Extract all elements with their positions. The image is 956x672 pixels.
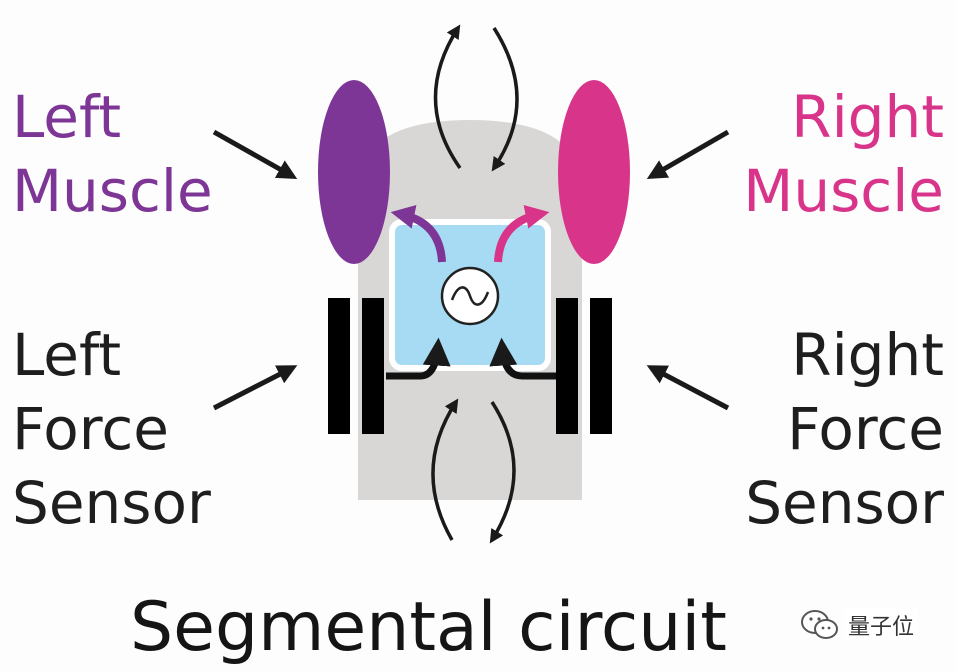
right-muscle-pointer-arrow [646,129,730,180]
right-force-sensor-label: Right Force Sensor [745,321,944,537]
left-sensor-signal-arrow [386,337,451,380]
right-force-sensor-shape [556,298,612,434]
right-sensor-signal-arrow [489,337,556,380]
right-muscle-shape [558,80,630,264]
right-muscle-label: Right Muscle [743,83,944,225]
bottom-neighbor-coupling-arrows [431,398,516,544]
right-sensor-pointer-arrow [646,365,730,411]
left-muscle-pointer-arrow [212,129,298,179]
left-force-sensor-label: Left Force Sensor [12,321,211,537]
wechat-icon [801,610,838,639]
top-neighbor-coupling-arrows [433,24,519,172]
left-muscle-shape [318,80,390,264]
left-muscle-label: Left Muscle [12,83,213,225]
right-muscle-drive-arrow [494,205,550,263]
sine-wave-icon [440,266,500,326]
watermark: 量子位 [800,608,919,642]
left-muscle-drive-arrow [390,205,446,263]
watermark-text: 量子位 [844,609,919,641]
left-sensor-pointer-arrow [212,365,298,411]
diagram-caption: Segmental circuit [130,588,727,667]
left-force-sensor-shape [328,298,384,434]
